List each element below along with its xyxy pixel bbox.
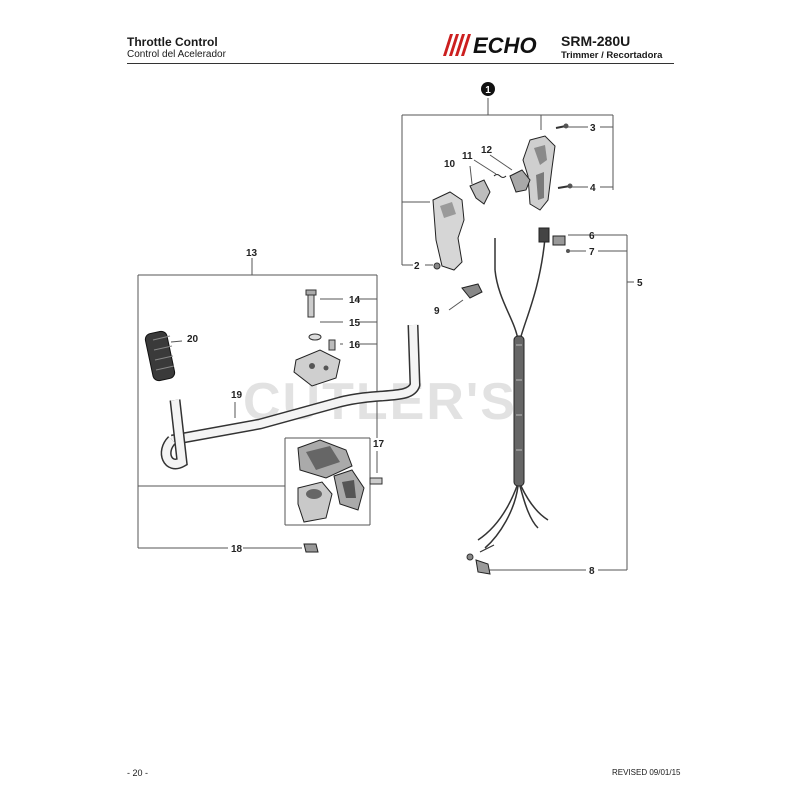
callout-11: 11 (462, 151, 473, 162)
callout-13: 13 (246, 248, 258, 259)
header-divider (127, 63, 674, 64)
cable-end-9 (448, 283, 483, 311)
callout-18: 18 (231, 544, 243, 555)
callout-2: 2 (414, 261, 420, 272)
screw-17 (369, 477, 383, 485)
page-title: Throttle Control (127, 35, 218, 49)
callout-8: 8 (589, 566, 595, 577)
throttle-cable (477, 237, 549, 549)
nut-2 (433, 262, 441, 270)
switch-6 (538, 227, 550, 243)
callout-20: 20 (187, 334, 199, 345)
grip-20 (144, 330, 183, 382)
callout-12: 12 (481, 145, 493, 156)
callout-3: 3 (590, 123, 596, 134)
callout-1: 1 (485, 85, 491, 96)
lower-clamp (297, 481, 333, 523)
callout-7: 7 (589, 247, 595, 258)
callout-10: 10 (444, 159, 456, 170)
screw-3 (555, 123, 569, 129)
page-number: - 20 - (127, 768, 149, 778)
screw-4 (557, 183, 573, 189)
clamp-piece (333, 469, 365, 511)
left-handle-half (432, 191, 465, 271)
callout-1-marker (481, 82, 495, 96)
callout-5: 5 (637, 278, 643, 289)
callout-leaders-10-12 (469, 154, 513, 185)
upper-clamp (297, 439, 353, 479)
callout-9: 9 (434, 306, 440, 317)
throttle-trigger (469, 179, 491, 205)
nut-18 (303, 543, 319, 553)
throttle-lever (509, 169, 531, 193)
screw-16 (328, 339, 336, 351)
terminal-7 (552, 235, 570, 253)
echo-logo: ECHO (443, 34, 537, 56)
model-number: SRM-280U (561, 33, 631, 49)
bolt-14 (305, 289, 317, 318)
spring (493, 174, 507, 178)
nut-8 (466, 544, 495, 575)
callout-15: 15 (349, 318, 361, 329)
washer-15 (308, 333, 322, 341)
callout-17: 17 (373, 439, 385, 450)
group-5-bracket (488, 234, 634, 571)
revision-date: REVISED 09/01/15 (612, 768, 681, 777)
group-1-bracket (401, 98, 614, 266)
callout-4: 4 (590, 183, 596, 194)
clamp-plate (293, 349, 341, 387)
callout-14: 14 (349, 295, 361, 306)
page-subtitle: Control del Acelerador (127, 49, 226, 60)
handlebar-19 (160, 324, 421, 470)
callout-19: 19 (231, 390, 243, 401)
callout-6: 6 (589, 231, 595, 242)
model-subtitle: Trimmer / Recortadora (561, 50, 663, 61)
callout-16: 16 (349, 340, 361, 351)
brand-text: ECHO (473, 34, 537, 56)
right-handle-half (522, 135, 556, 211)
group-13-bracket (137, 258, 378, 549)
